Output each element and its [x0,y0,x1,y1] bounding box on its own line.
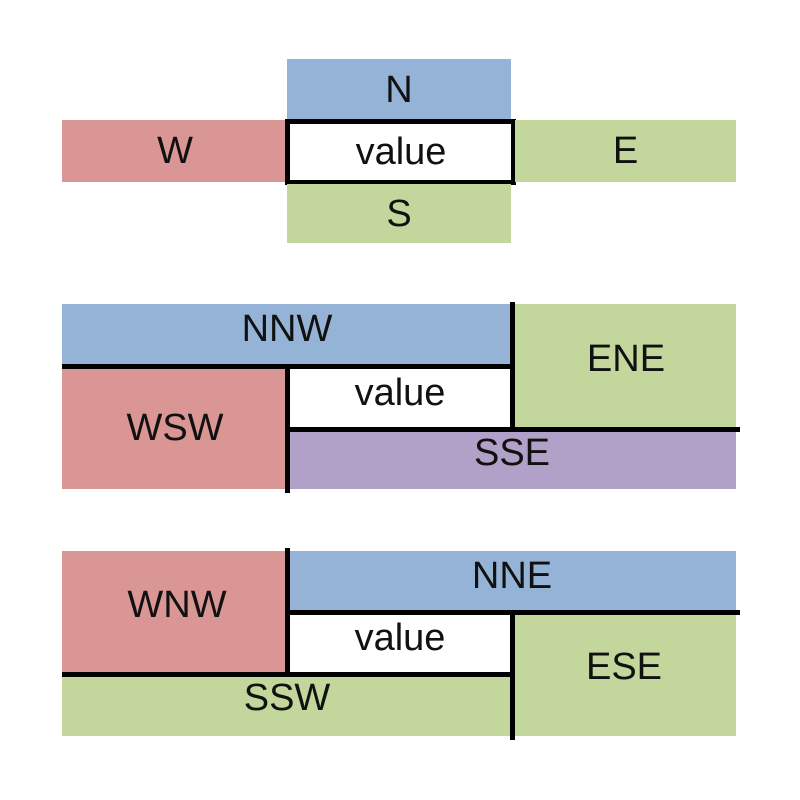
sse-label: SSE [473,432,551,474]
nne-cell: NNE [288,551,736,612]
sse-cell: SSE [288,429,736,489]
ene-cell: ENE [512,304,736,429]
wnw-label: WNW [127,584,227,626]
divider [62,672,512,677]
ese-cell: ESE [512,614,736,736]
divider [62,364,512,369]
north-cell: N [287,59,511,120]
center-value-label: value [355,131,447,173]
ene-label: ENE [586,337,666,380]
divider [510,612,515,740]
north-label: N [385,68,413,111]
diagram-cardinal: N W value E S [0,0,800,260]
center-value-cell: value [288,369,512,429]
south-cell: S [287,184,511,243]
wsw-cell: WSW [62,366,288,489]
south-label: S [386,192,412,235]
ssw-cell: SSW [62,675,512,736]
center-value-border [285,119,516,185]
divider [288,610,740,615]
wsw-label: WSW [126,406,224,449]
nnw-label: NNW [241,308,333,350]
wnw-cell: WNW [62,551,288,675]
center-value-cell: value [288,614,512,674]
divider [285,548,290,675]
nnw-cell: NNW [62,304,512,366]
ssw-label: SSW [243,676,331,719]
east-label: E [612,130,639,172]
divider [288,427,740,432]
nne-label: NNE [471,554,553,597]
divider [510,302,515,429]
ese-label: ESE [585,646,663,688]
center-value-cell: value [287,120,515,184]
west-cell: W [62,120,288,182]
center-value-label: value [354,617,446,659]
west-label: W [157,130,193,172]
east-cell: E [515,120,736,182]
center-value-label: value [354,372,446,414]
divider [285,366,290,493]
